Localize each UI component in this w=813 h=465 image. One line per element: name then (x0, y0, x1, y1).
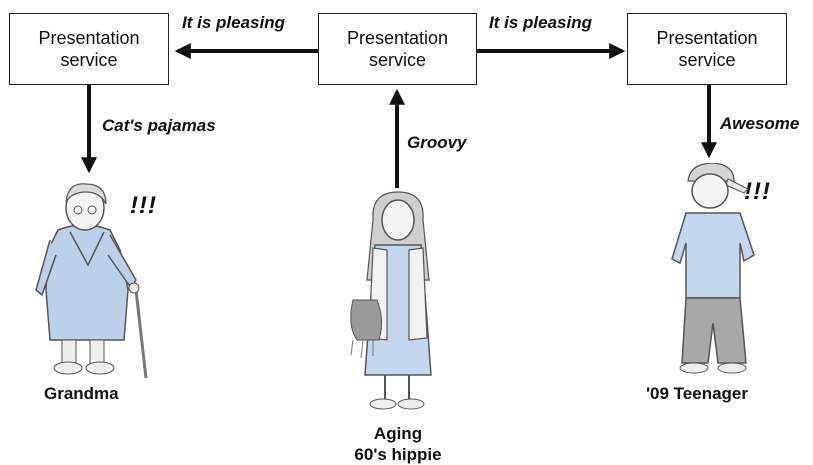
label-center-to-right: It is pleasing (489, 13, 592, 32)
box-center-line1: Presentation (346, 28, 449, 48)
hippie-caption-line2: 60's hippie (354, 445, 442, 464)
presentation-service-box-left: Presentation service (9, 13, 169, 85)
hippie-caption: Aging 60's hippie (350, 423, 446, 465)
hippie-caption-line1: Aging (373, 424, 423, 443)
grandma-caption: Grandma (44, 384, 119, 403)
teenager-caption: '09 Teenager (646, 384, 748, 403)
box-left-line2: service (60, 50, 118, 70)
grandma-exclamation: !!! (130, 192, 157, 219)
presentation-service-box-right: Presentation service (627, 13, 787, 85)
teenager-exclamation: !!! (744, 178, 771, 205)
label-center-up: Groovy (407, 133, 467, 152)
box-right-line2: service (678, 50, 736, 70)
hippie-illustration (350, 191, 432, 410)
box-center-line2: service (368, 50, 426, 70)
teenager-illustration (671, 163, 755, 374)
box-right-line1: Presentation (656, 28, 758, 48)
box-left-line1: Presentation (38, 28, 140, 48)
grandma-illustration (35, 183, 148, 379)
presentation-service-box-center: Presentation service (318, 13, 477, 85)
label-center-to-left: It is pleasing (182, 13, 285, 32)
label-left-down: Cat's pajamas (102, 116, 216, 135)
label-right-down: Awesome (720, 114, 800, 133)
